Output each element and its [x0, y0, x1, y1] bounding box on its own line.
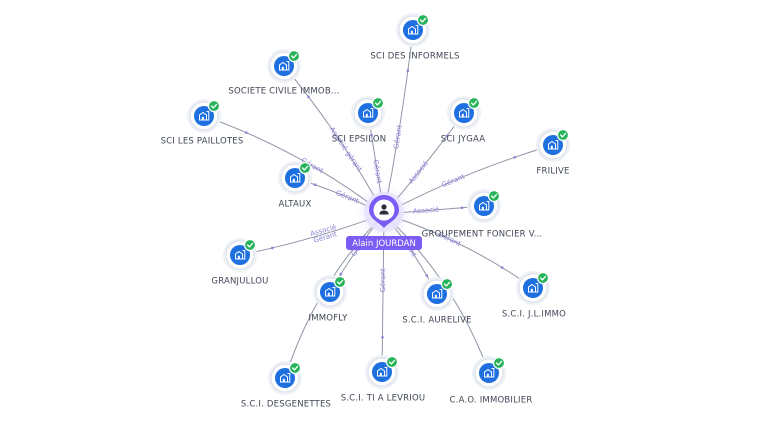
building-icon [290, 173, 301, 183]
company-node-sci-ti-a-levriou[interactable]: S.C.I. TI A LEVRIOU [341, 355, 426, 404]
company-node-altaux[interactable]: ALTAUX [278, 161, 312, 210]
edge-role-label: Gérant [371, 159, 383, 184]
company-name-label: GRANJULLOU [211, 277, 268, 287]
edge-arrow-marker [500, 266, 504, 269]
company-node-sci-jygaa[interactable]: SCI JYGAA [441, 96, 486, 145]
edge-role-label: Gérant [441, 173, 467, 190]
edge-role-label: Associé [412, 206, 439, 216]
verified-check-icon [385, 355, 399, 369]
company-name-label: IMMOFLY [309, 314, 349, 324]
verified-check-icon [556, 128, 570, 142]
edge-arrow-marker [270, 246, 274, 250]
edge-arrow-marker [425, 274, 429, 277]
edge-arrow-marker [460, 206, 464, 210]
person-icon [379, 204, 389, 215]
building-icon [408, 25, 419, 35]
verified-check-icon [371, 96, 385, 110]
verified-check-icon [467, 96, 481, 110]
verified-check-icon [287, 49, 301, 63]
verified-check-icon [243, 238, 257, 252]
building-icon [235, 250, 246, 260]
company-name-label: S.C.I. J.L.IMMO [502, 310, 566, 320]
company-node-immofly[interactable]: IMMOFLY [309, 275, 349, 324]
building-icon [479, 201, 490, 211]
center-name-pill [346, 236, 422, 250]
company-node-sci-jl-immo[interactable]: S.C.I. J.L.IMMO [502, 271, 566, 320]
company-name-label: S.C.I. DESGENETTES [241, 400, 331, 410]
building-icon [548, 140, 559, 150]
building-icon [325, 287, 336, 297]
edge-role-label: Associé-gérant [328, 126, 364, 174]
company-node-sci-aurelive[interactable]: S.C.I. AURELIVE [402, 277, 471, 326]
building-icon [377, 367, 388, 377]
building-icon [528, 283, 539, 293]
company-node-sci-les-paillotes[interactable]: SCI LES PAILLOTES [161, 99, 244, 147]
edge-arrow-marker [339, 272, 343, 276]
center-person-name: Alain JOURDAN [352, 239, 416, 249]
company-node-sci-desgenettes[interactable]: S.C.I. DESGENETTES [241, 361, 331, 410]
building-icon [363, 108, 374, 118]
company-node-sci-des-informels[interactable]: SCI DES INFORMELS [370, 13, 459, 62]
verified-check-icon [298, 161, 312, 175]
company-node-frilive[interactable]: FRILIVE [536, 128, 570, 177]
building-icon [280, 373, 291, 383]
company-name-label: SCI JYGAA [441, 135, 486, 145]
company-node-societe-civile-immob[interactable]: SOCIETE CIVILE IMMOB... [228, 49, 339, 97]
edge-arrow-marker [406, 69, 410, 72]
company-name-label: S.C.I. TI A LEVRIOU [341, 394, 426, 404]
edge-arrow-marker [244, 131, 248, 134]
verified-check-icon [207, 99, 221, 113]
verified-check-icon [440, 277, 454, 291]
company-name-label: SCI DES INFORMELS [370, 52, 459, 62]
nodes-layer: SCI DES INFORMELS SOCIETE CIVILE IMMOB...… [161, 13, 570, 410]
edge-role-label: Gérant [392, 124, 404, 149]
verified-check-icon [288, 361, 302, 375]
edge-arrow-marker [513, 155, 516, 159]
edge-role-label: Gérant [379, 268, 387, 292]
verified-check-icon [536, 271, 550, 285]
company-name-label: GROUPEMENT FONCIER V... [422, 230, 543, 240]
company-name-label: C.A.O. IMMOBILIER [450, 396, 533, 406]
building-icon [459, 108, 470, 118]
verified-check-icon [492, 356, 506, 370]
edge-arrow-marker [307, 95, 310, 99]
edge-arrow-marker [313, 183, 317, 186]
building-icon [432, 289, 443, 299]
verified-check-icon [333, 275, 347, 289]
company-node-cao-immobilier[interactable]: C.A.O. IMMOBILIER [450, 356, 533, 406]
company-name-label: ALTAUX [279, 200, 312, 210]
edge-role-label: Associé [407, 160, 430, 186]
edge-role-label: Gérant [335, 189, 361, 206]
verified-check-icon [487, 189, 501, 203]
company-name-label: SCI EPSILON [332, 135, 387, 145]
center-person-node[interactable]: Alain JOURDAN [346, 184, 422, 250]
company-name-label: SCI LES PAILLOTES [161, 137, 244, 147]
company-name-label: FRILIVE [536, 167, 569, 177]
edge-arrow-marker [445, 134, 449, 138]
company-name-label: S.C.I. AURELIVE [402, 316, 471, 326]
company-node-groupement-foncier[interactable]: GROUPEMENT FONCIER V... [422, 189, 543, 240]
edge-arrow-marker [381, 335, 384, 339]
building-icon [199, 111, 210, 121]
verified-check-icon [416, 13, 430, 27]
company-name-label: SOCIETE CIVILE IMMOB... [228, 87, 339, 97]
center-inner-circle [373, 199, 395, 221]
company-node-granjullou[interactable]: GRANJULLOU [211, 238, 268, 287]
building-icon [484, 368, 495, 378]
company-node-sci-epsilon[interactable]: SCI EPSILON [332, 96, 387, 145]
building-icon [279, 61, 290, 71]
edge-arrow-marker [370, 133, 373, 137]
